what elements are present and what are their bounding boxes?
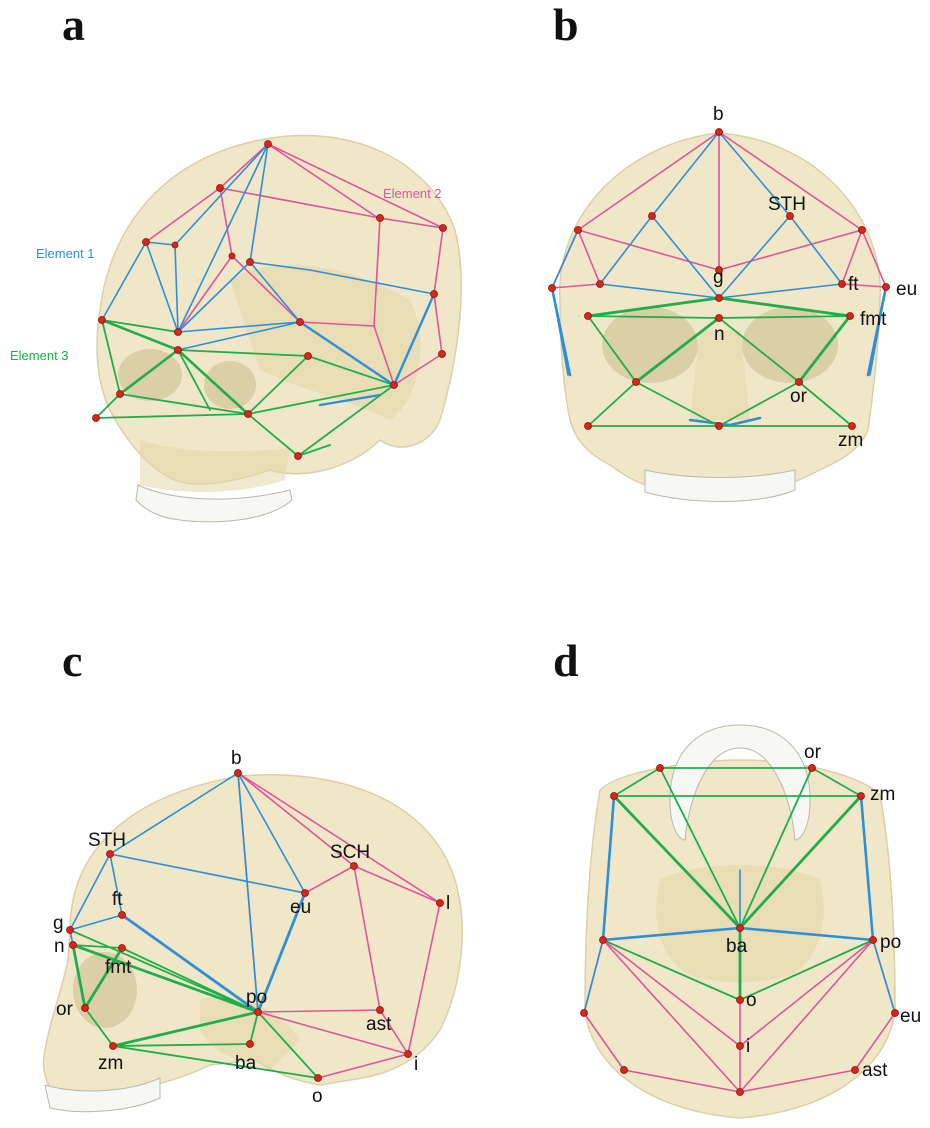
label-b-ft: ft (848, 274, 859, 295)
label-c-g: g (53, 913, 64, 934)
label-b-zm: zm (838, 430, 863, 451)
label-d-ba: ba (726, 936, 748, 957)
label-d-zm: zm (870, 784, 895, 805)
label-c-l: l (446, 893, 450, 914)
panel-c: c (43, 635, 462, 1112)
label-c-o: o (312, 1086, 323, 1107)
panel-d-letter: d (553, 635, 579, 686)
label-c-sch: SCH (330, 842, 370, 863)
label-d-or: or (804, 742, 822, 763)
panel-d: d (553, 635, 921, 1118)
label-b-eu: eu (896, 279, 917, 300)
panel-b: b (549, 0, 918, 502)
label-b-n: n (714, 324, 725, 345)
label-b-b: b (713, 104, 724, 125)
element-3-label: Element 3 (10, 348, 69, 363)
label-c-ft: ft (112, 889, 123, 910)
label-c-po: po (246, 987, 267, 1008)
label-c-zm: zm (98, 1053, 123, 1074)
label-b-sth: STH (768, 194, 806, 215)
label-d-eu: eu (900, 1006, 921, 1027)
panel-a: a (10, 0, 461, 522)
label-c-or: or (56, 999, 74, 1020)
label-c-sth: STH (88, 830, 126, 851)
label-d-o: o (746, 990, 757, 1011)
label-d-ast: ast (862, 1060, 888, 1081)
label-d-po: po (880, 932, 901, 953)
label-c-b: b (231, 748, 242, 769)
label-c-ba: ba (235, 1053, 257, 1074)
panel-a-letter: a (62, 0, 85, 50)
label-c-ast: ast (366, 1014, 392, 1035)
label-d-i: i (746, 1036, 750, 1057)
label-b-g: g (713, 267, 724, 288)
panel-c-letter: c (62, 635, 82, 686)
label-c-eu: eu (290, 897, 311, 918)
label-c-n: n (54, 936, 65, 957)
label-b-or: or (790, 386, 808, 407)
label-c-fmt: fmt (105, 957, 132, 978)
element-1-label: Element 1 (36, 246, 95, 261)
element-2-label: Element 2 (383, 186, 442, 201)
label-b-fmt: fmt (860, 309, 887, 330)
label-c-i: i (414, 1054, 418, 1075)
panel-b-letter: b (553, 0, 579, 50)
